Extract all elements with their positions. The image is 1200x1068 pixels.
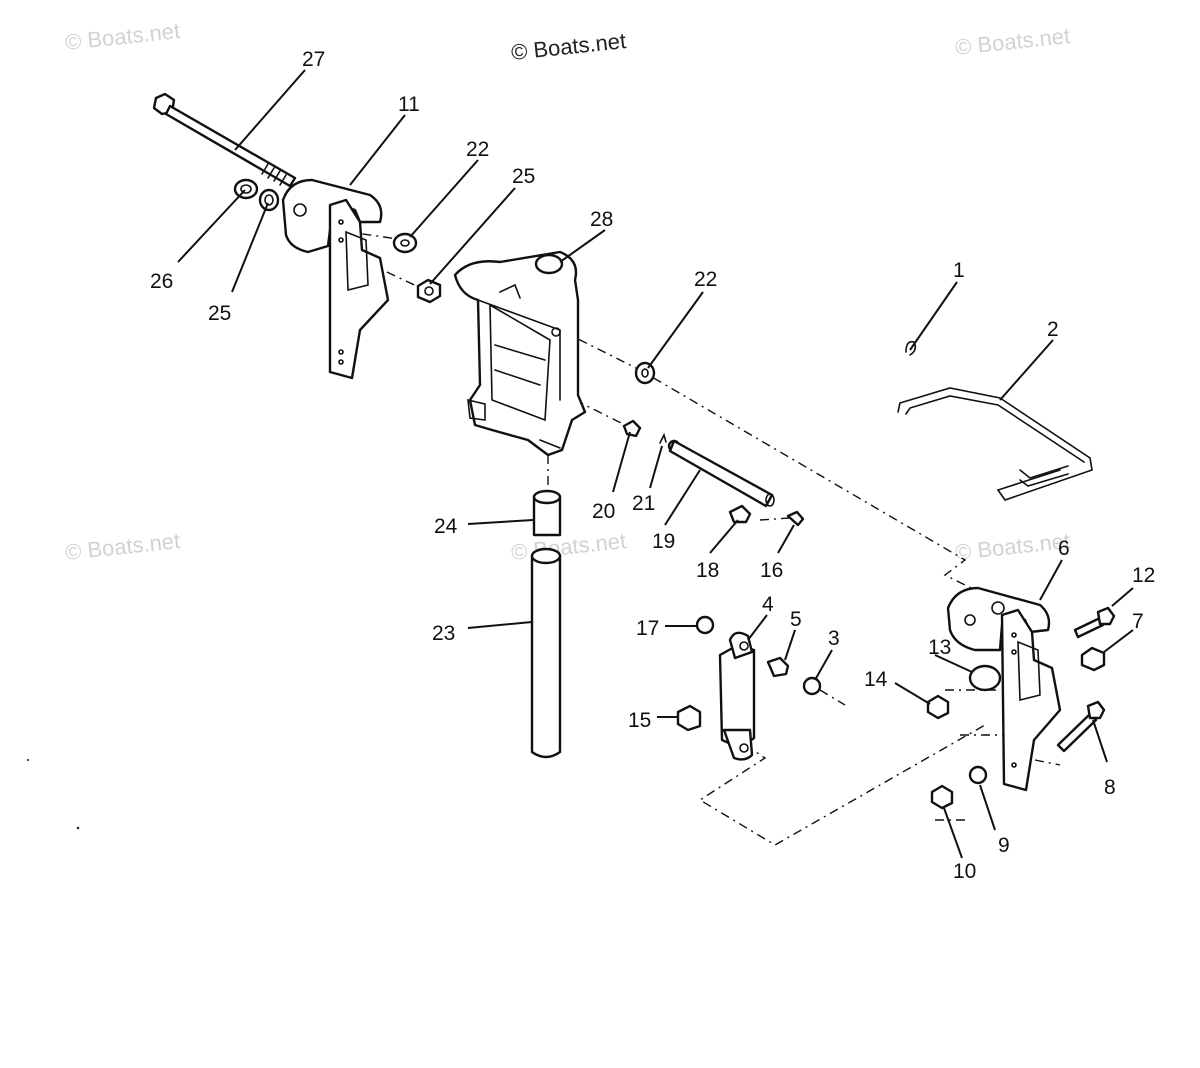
callout-22-right: 22 — [694, 268, 717, 291]
callout-1: 1 — [953, 259, 965, 282]
callout-23: 23 — [432, 622, 455, 645]
assembly-lines — [299, 224, 1061, 846]
part-5-bushing — [766, 656, 790, 678]
callout-2: 2 — [1047, 318, 1059, 341]
callout-26: 26 — [150, 270, 173, 293]
callout-14: 14 — [864, 668, 888, 691]
part-28-swivel-bracket — [453, 250, 587, 457]
watermark-top-left: © Boats.net — [64, 18, 181, 55]
watermark-top-right: © Boats.net — [954, 23, 1071, 60]
part-18-screw — [728, 504, 752, 524]
part-8-bolt — [1056, 700, 1106, 753]
part-10-nut — [930, 784, 954, 810]
callout-5: 5 — [790, 608, 802, 631]
callout-17: 17 — [636, 617, 659, 640]
part-11-left-clamp-bracket — [281, 178, 390, 380]
watermark-top-center: © Boats.net — [510, 28, 627, 65]
part-20-grease-fitting — [622, 419, 642, 438]
watermark-mid-left: © Boats.net — [64, 528, 181, 565]
part-12-bolt — [1073, 606, 1116, 639]
watermark-mid-right: © Boats.net — [954, 528, 1071, 565]
callout-3: 3 — [828, 627, 840, 650]
callout-20: 20 — [592, 500, 615, 523]
part-3-washer — [802, 676, 822, 696]
stray-dot — [27, 759, 29, 761]
callout-22-upper: 22 — [466, 138, 489, 161]
part-22-washer-upper — [392, 232, 418, 254]
part-14-nut — [926, 694, 950, 720]
callout-4: 4 — [762, 593, 774, 616]
part-24-bushing — [532, 489, 562, 537]
part-7-nut — [1080, 646, 1106, 672]
callout-9: 9 — [998, 834, 1010, 857]
part-1-clip — [905, 340, 917, 356]
part-2-spring-wire — [897, 387, 1093, 501]
part-19-pin — [667, 439, 775, 508]
callout-25-middle: 25 — [512, 165, 535, 188]
leader-lines — [177, 69, 1134, 859]
callout-13: 13 — [928, 636, 951, 659]
part-16-screw — [786, 510, 805, 527]
watermark-mid-center: © Boats.net — [510, 528, 627, 565]
callout-6: 6 — [1058, 537, 1070, 560]
callout-15: 15 — [628, 709, 651, 732]
part-22-washer-right — [634, 361, 656, 385]
callout-8: 8 — [1104, 776, 1116, 799]
part-17-nut — [695, 615, 715, 635]
callout-11: 11 — [398, 93, 420, 116]
part-6-right-clamp-bracket — [946, 586, 1062, 792]
part-15-bolt — [676, 704, 702, 732]
callout-27: 27 — [302, 48, 325, 71]
callout-24: 24 — [434, 515, 458, 538]
part-27-long-bolt — [152, 92, 297, 188]
callout-19: 19 — [652, 530, 675, 553]
callouts: 27 11 22 25 28 26 25 22 1 2 20 21 19 18 … — [150, 48, 1155, 883]
callout-28: 28 — [590, 208, 613, 231]
callout-10: 10 — [953, 860, 976, 883]
part-25-nut-middle — [416, 278, 442, 304]
part-13-washer — [968, 664, 1002, 692]
watermarks: © Boats.net © Boats.net © Boats.net © Bo… — [64, 18, 1071, 565]
part-4-shock-absorber — [718, 631, 756, 761]
part-21-cotter-pin — [659, 432, 667, 444]
callout-21: 21 — [632, 492, 655, 515]
stray-dot — [76, 826, 80, 830]
part-23-tube — [530, 547, 562, 759]
callout-18: 18 — [696, 559, 719, 582]
callout-16: 16 — [760, 559, 783, 582]
callout-7: 7 — [1132, 610, 1144, 633]
callout-12: 12 — [1132, 564, 1155, 587]
callout-25-left: 25 — [208, 302, 231, 325]
part-25-lock-washer-left — [258, 188, 280, 212]
part-26-nut — [233, 178, 259, 200]
part-9-washer — [968, 765, 988, 785]
